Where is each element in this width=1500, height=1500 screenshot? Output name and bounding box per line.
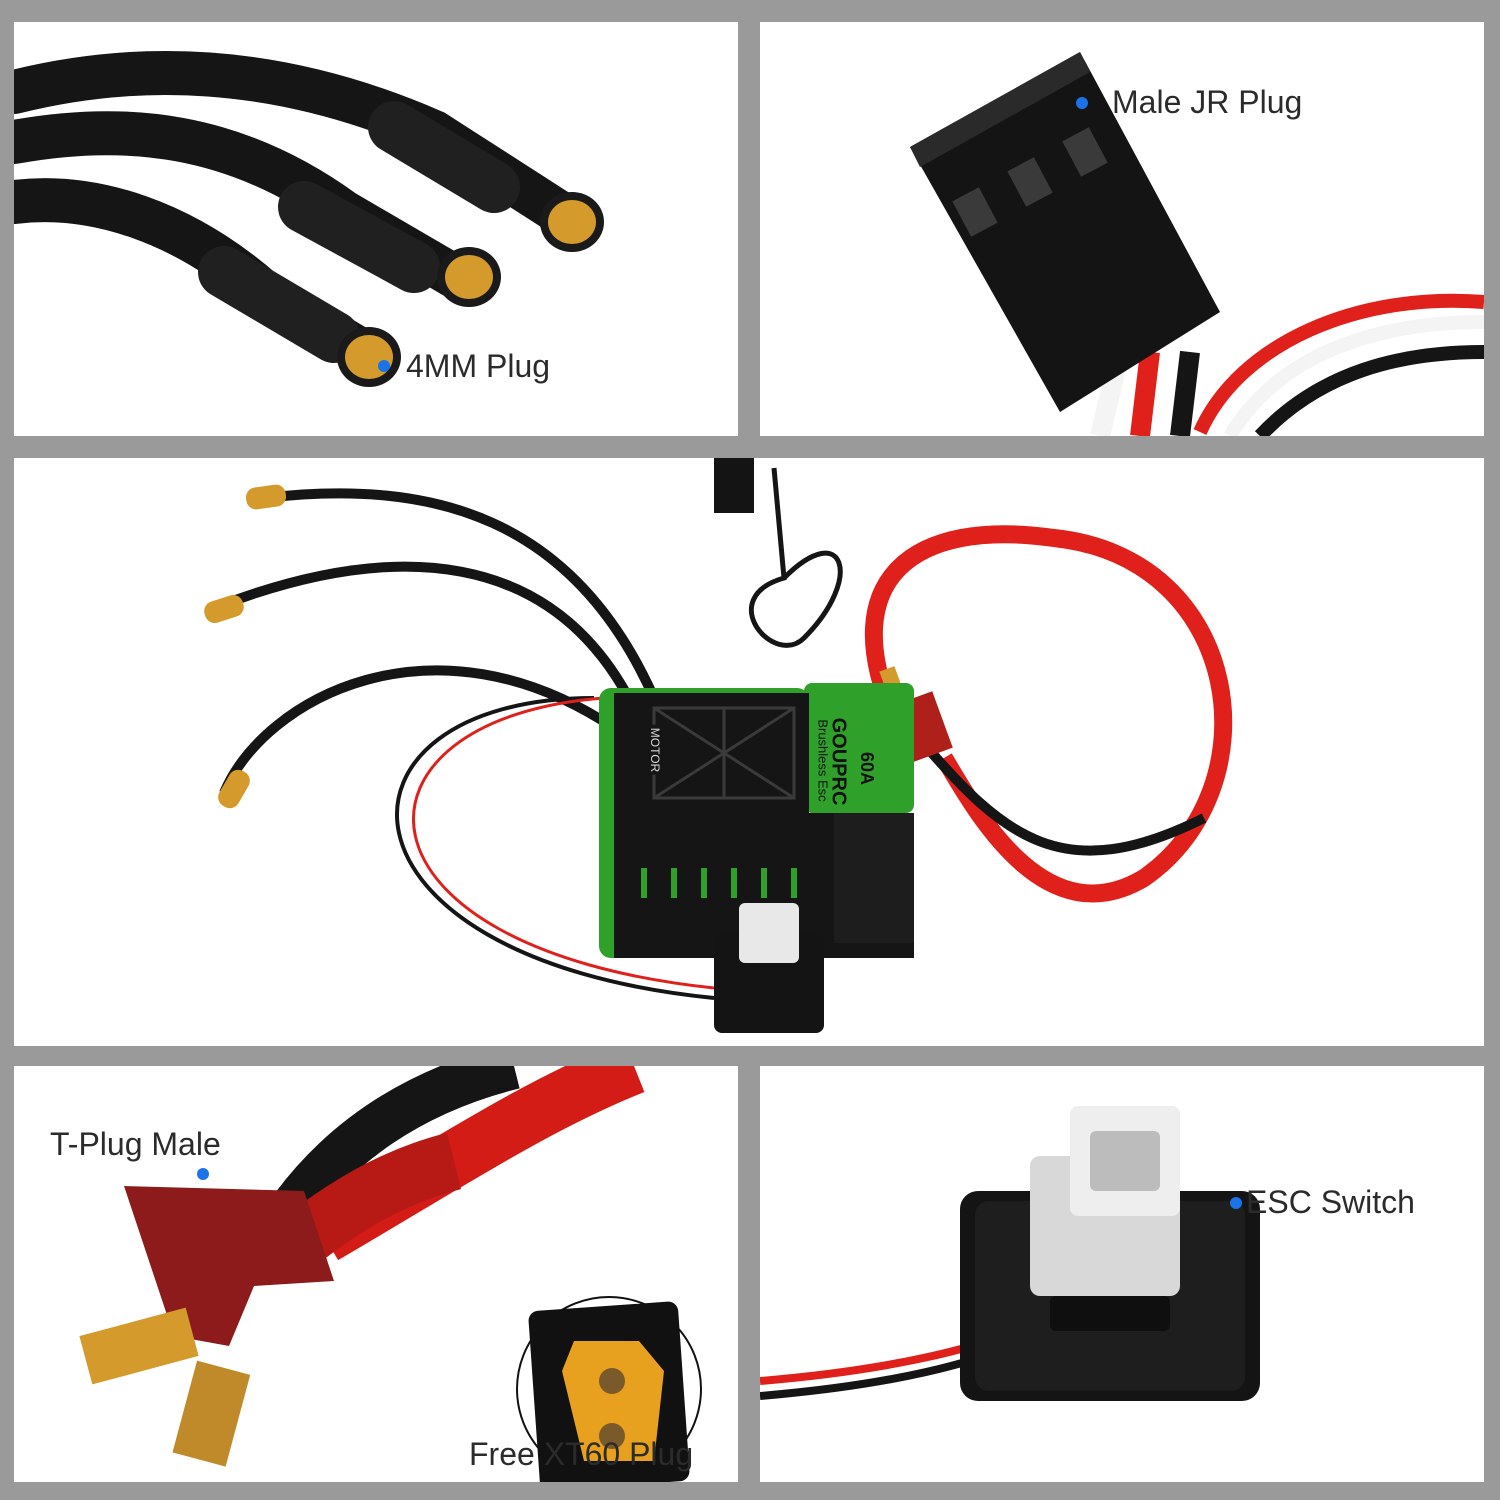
callout-dot-jr [1076, 97, 1088, 109]
esc-motor-marking: MOTOR [648, 724, 663, 776]
bullet-connectors-illustration [14, 50, 604, 387]
callout-dot-4mm [378, 360, 390, 372]
esc-rating-text: 60A [857, 751, 878, 786]
label-4mm-plug: 4MM Plug [406, 348, 551, 384]
label-t-plug-male: T-Plug Male [50, 1126, 221, 1162]
callout-dot-tplug [197, 1168, 209, 1180]
t-plug-illustration [79, 1066, 702, 1482]
panel-switch: ESC Switch [760, 1066, 1484, 1482]
esc-model-text: Brushless Esc [815, 719, 831, 802]
panel-bullet-connectors: 4MM Plug [14, 22, 738, 436]
label-male-jr-plug: Male JR Plug [1112, 84, 1303, 120]
esc-illustration [204, 458, 1233, 1033]
panel-esc-overview: GOUPRC Brushless Esc 60A MOTOR [14, 458, 1484, 1046]
jr-plug-illustration [910, 52, 1484, 436]
esc-switch-illustration [760, 1106, 1260, 1401]
callout-dot-switch [1230, 1197, 1242, 1209]
panel-servo-lead: Male JR Plug [760, 22, 1484, 436]
label-free-xt60-plug: Free XT60 Plug [469, 1436, 694, 1472]
label-esc-switch: ESC Switch [1246, 1184, 1415, 1220]
panel-power-plugs: T-Plug Male Free XT60 Plug [14, 1066, 738, 1482]
